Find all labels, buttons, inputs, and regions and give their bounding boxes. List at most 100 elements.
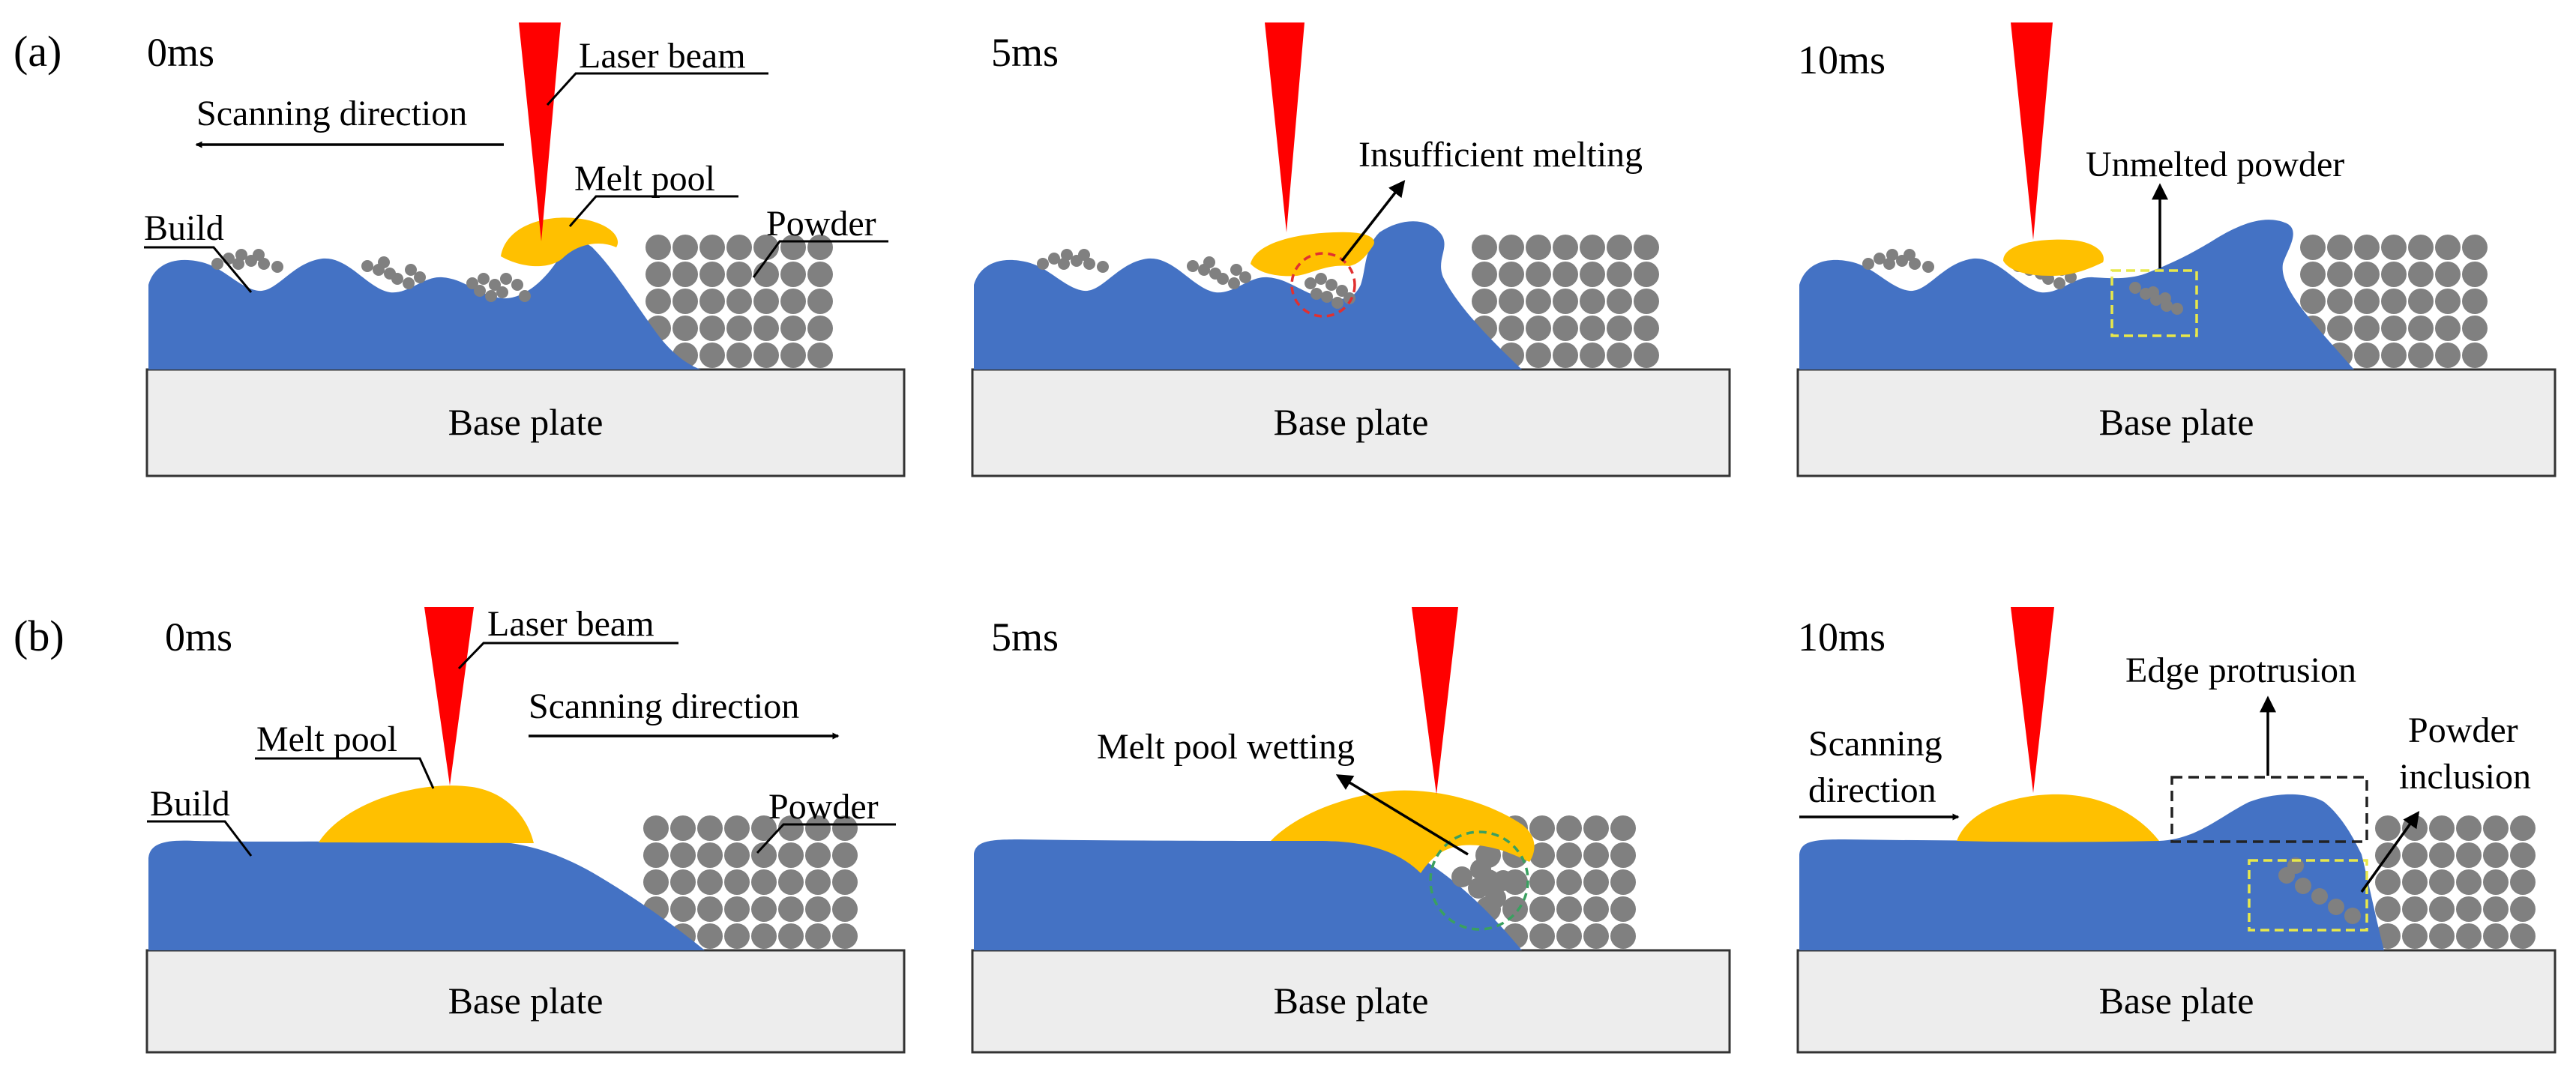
laser-beam-leader [457,642,678,670]
powder-particle [753,343,779,368]
melt-pool-leader [255,757,435,789]
base-plate-label: Base plate [448,980,604,1022]
powder-particle [414,271,426,283]
powder-particle [807,343,833,368]
panel-a-5ms: Base plate 5ms Insufficient melting [971,22,1731,477]
powder-particle [643,815,669,841]
base-plate [1796,949,2557,1054]
row-a-label: (a) [13,27,61,76]
powder-particle [1230,264,1242,276]
powder-particle [805,869,831,895]
panel-b-5ms: Base plate 5ms Melt pool wetting [971,607,1731,1054]
powder-particle [1529,842,1555,868]
powder-particle [670,896,696,922]
powder-particle [1499,289,1524,314]
powder-particle [2381,316,2407,341]
powder-particle [2408,235,2434,260]
powder-particle [672,235,698,260]
powder-particle [780,289,806,314]
powder-particle [726,289,752,314]
powder-particle [1922,261,1934,273]
powder-particle [2354,235,2380,260]
powder-particle [1583,896,1609,922]
powder-particle [1553,343,1578,368]
time-label: 10ms [1798,615,1886,660]
build-layer [1799,220,2354,369]
powder-particle [1553,289,1578,314]
powder-particle [211,258,223,270]
laser-beam [424,607,474,785]
powder-particle [699,343,725,368]
build-layer [148,241,701,369]
powder-particle [2462,316,2488,341]
powder-particle [1526,343,1551,368]
powder-particle [1556,869,1582,895]
powder-bed [2375,815,2536,949]
powder-particle [1580,343,1605,368]
powder-particle [466,277,478,289]
scanning-direction-label: Scanning direction [196,94,467,133]
powder-particle [645,289,671,314]
powder-particle [500,273,512,285]
laser-beam [1265,22,1304,232]
powder-particle [2408,343,2434,368]
powder-particle [1526,316,1551,341]
powder-particle [1529,869,1555,895]
powder-particle [1580,289,1605,314]
powder-particle [2510,923,2536,949]
powder-particle [1553,262,1578,287]
powder-particle [832,842,858,868]
powder-particle [1529,896,1555,922]
powder-particle [2354,289,2380,314]
powder-particle [1502,896,1528,922]
powder-particle [1580,316,1605,341]
powder-particle [2300,262,2326,287]
powder-particle [2328,899,2344,915]
powder-particle [2129,282,2141,294]
powder-particle [1580,235,1605,260]
powder-particle [751,869,777,895]
powder-particle [672,316,698,341]
powder-particle [1607,289,1632,314]
base-plate-label: Base plate [448,401,604,443]
powder-particle [2435,316,2461,341]
powder-particle [2462,343,2488,368]
powder-particle [697,869,723,895]
powder-particle [2402,869,2428,895]
powder-particle [805,896,831,922]
melt-pool-leader [568,195,738,227]
powder-particle [1909,258,1921,270]
powder-particle [2354,343,2380,368]
surface-powder [1037,249,1251,289]
powder-particle [2456,842,2482,868]
powder-particle [751,842,777,868]
powder-particle [778,896,804,922]
powder-particle [2381,235,2407,260]
powder-particle [726,343,752,368]
powder-particle [361,260,373,272]
powder-particle [645,262,671,287]
powder-particle [2429,923,2455,949]
powder-particle [1304,277,1316,289]
powder-particle [235,249,247,261]
powder-particle [1526,289,1551,314]
build-leader [147,820,253,857]
powder-particle [2456,923,2482,949]
base-plate [971,368,1731,477]
powder-particle [1472,289,1497,314]
powder-particle [751,815,777,841]
powder-particle [1239,271,1251,283]
powder-particle [1556,923,1582,949]
powder-particle [1499,316,1524,341]
powder-particle [2381,289,2407,314]
powder-particle [2483,815,2509,841]
melt-pool [501,217,619,267]
insufficient-melting-arrow [1340,180,1406,262]
insufficient-melting-circle [1290,252,1356,318]
build-label: Build [144,208,224,248]
powder-particle [2300,235,2326,260]
powder-particle [1315,273,1327,285]
powder-particle [778,815,804,841]
powder-particle [2354,316,2380,341]
powder-particle [1343,292,1355,304]
